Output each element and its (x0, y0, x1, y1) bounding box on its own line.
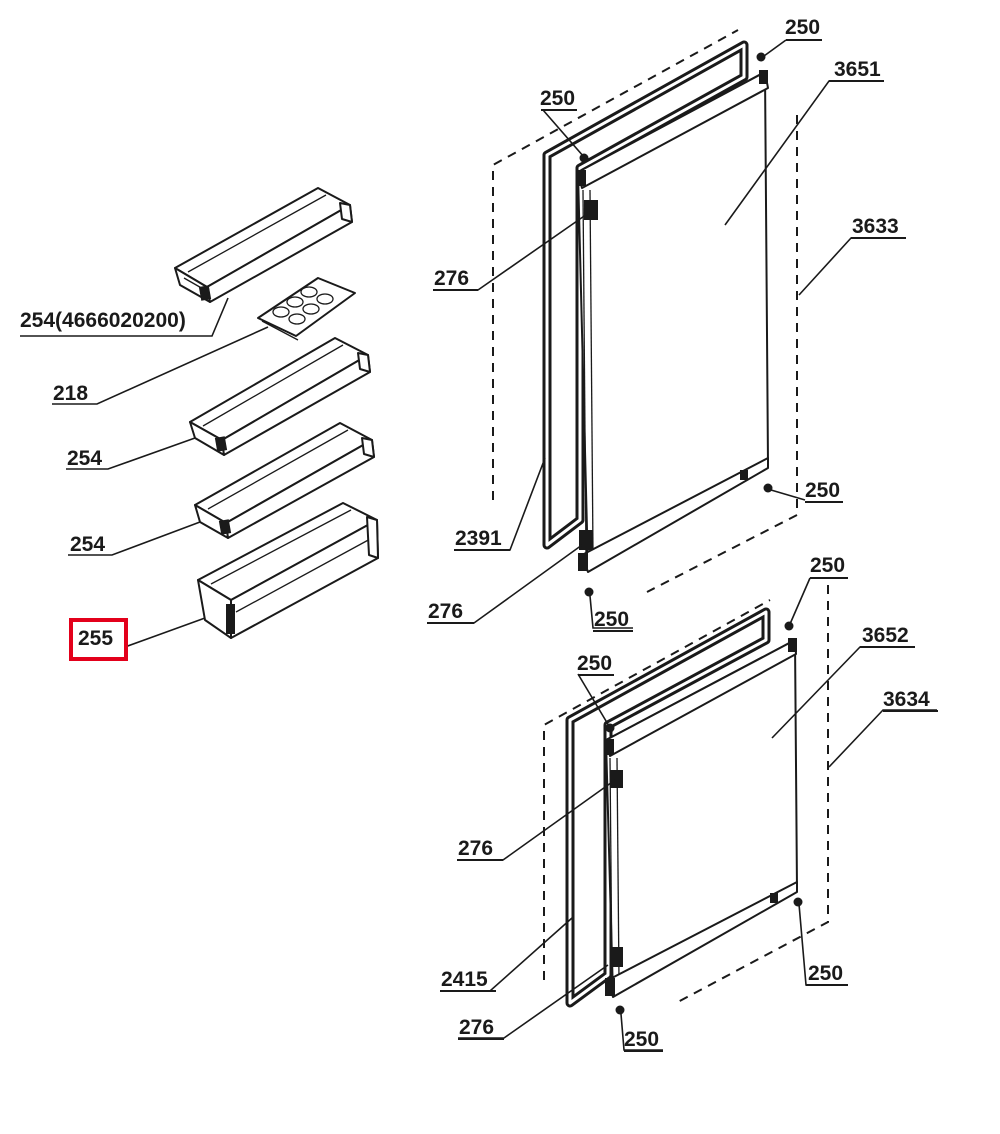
label-lower-screw-right[interactable]: 250 (808, 962, 843, 985)
label-upper-screw-top-right[interactable]: 250 (785, 16, 820, 39)
label-lower-door-panel-3652[interactable]: 3652 (862, 624, 909, 647)
upper-door-panel-3651[interactable] (576, 70, 769, 573)
lower-door-panel-3652[interactable] (604, 638, 798, 998)
label-lower-screw-bottom[interactable]: 250 (624, 1028, 659, 1051)
label-underlines (427, 39, 938, 1052)
label-upper-door-panel-3651[interactable]: 3651 (834, 58, 881, 81)
lower-hinges-276[interactable] (610, 770, 623, 967)
label-upper-hinge-bottom-276[interactable]: 276 (428, 600, 463, 623)
upper-gasket-2391[interactable] (542, 40, 749, 550)
label-lower-gasket-2415[interactable]: 2415 (441, 968, 488, 991)
part-labels: 254(4666020200) 218 254 254 255 250 250 … (20, 16, 930, 1051)
shelf-254-middle-1[interactable] (189, 337, 371, 456)
left-leaders (20, 297, 269, 648)
label-upper-hinge-top-276[interactable]: 276 (434, 267, 469, 290)
upper-screws-250[interactable] (579, 52, 773, 597)
label-lower-screw-top-left[interactable]: 250 (577, 652, 612, 675)
upper-door-frame-3633[interactable] (492, 29, 798, 593)
lower-screws-250[interactable] (605, 621, 803, 1015)
label-upper-door-frame-3633[interactable]: 3633 (852, 215, 899, 238)
label-egg-tray-218[interactable]: 218 (53, 382, 88, 405)
upper-hinges-276[interactable] (579, 200, 598, 550)
label-upper-gasket-2391[interactable]: 2391 (455, 527, 502, 550)
egg-tray-218[interactable] (257, 277, 356, 341)
label-shelf-254-middle-2[interactable]: 254 (70, 533, 105, 556)
label-shelf-254-middle-1[interactable]: 254 (67, 447, 102, 470)
label-lower-hinge-top-276[interactable]: 276 (458, 837, 493, 860)
lower-door-frame-3634[interactable] (543, 585, 829, 1004)
highlight-box-255 (69, 618, 128, 661)
label-lower-hinge-bottom-276[interactable]: 276 (459, 1016, 494, 1039)
label-lower-screw-top-right[interactable]: 250 (810, 554, 845, 577)
label-upper-screw-right[interactable]: 250 (805, 479, 840, 502)
label-upper-screw-top-left[interactable]: 250 (540, 87, 575, 110)
label-shelf-254-top[interactable]: 254(4666020200) (20, 309, 186, 332)
bottle-shelf-255[interactable] (197, 502, 379, 639)
label-lower-door-frame-3634[interactable]: 3634 (883, 688, 930, 711)
label-upper-screw-bottom[interactable]: 250 (594, 608, 629, 631)
shelf-254-top[interactable] (174, 187, 353, 303)
shelf-254-middle-2[interactable] (194, 422, 375, 539)
label-bottle-shelf-255[interactable]: 255 (78, 627, 113, 650)
